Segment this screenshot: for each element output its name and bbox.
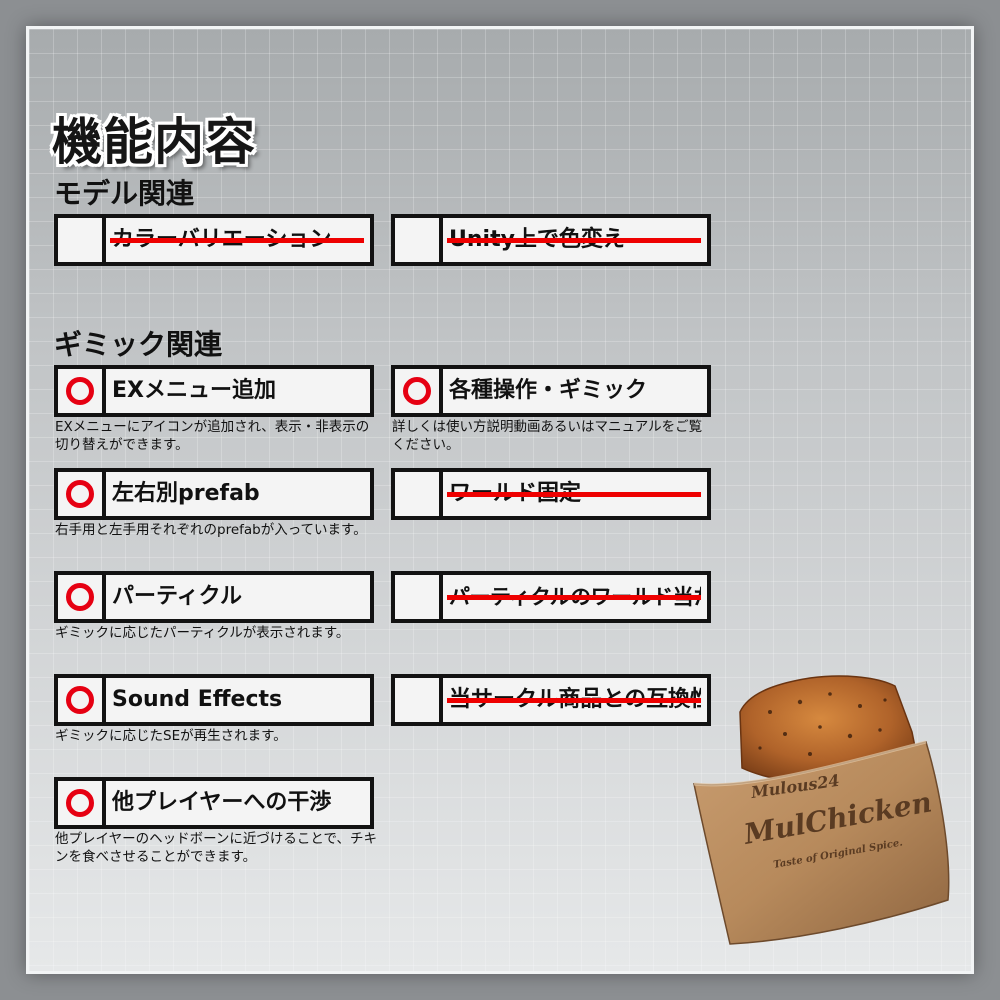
feature-description: 他プレイヤーのヘッドボーンに近づけることで、チキンを食べさせることができます。 <box>55 831 377 865</box>
feature-particle: パーティクル <box>54 571 374 623</box>
feature-description: ギミックに応じたパーティクルが表示されます。 <box>55 625 350 641</box>
feature-ex-menu: EXメニュー追加 <box>54 365 374 417</box>
section-title-gimmick: ギミック関連 <box>54 328 223 361</box>
circle-check-icon <box>58 575 106 619</box>
feature-operations-gimmick: 各種操作・ギミック <box>391 365 711 417</box>
feature-label: 左右別prefab <box>112 481 260 506</box>
feature-sound-effects: Sound Effects <box>54 674 374 726</box>
strikethrough <box>110 238 364 243</box>
feature-description: EXメニューにアイコンが追加され、表示・非表示の切り替えができます。 <box>55 419 370 453</box>
strikethrough <box>447 595 701 600</box>
checkbox <box>395 218 443 262</box>
feature-description: 詳しくは使い方説明動画あるいはマニュアルをご覧ください。 <box>392 419 703 453</box>
checkbox <box>395 472 443 516</box>
feature-label: 各種操作・ギミック <box>449 378 648 403</box>
circle-check-icon <box>58 369 106 413</box>
feature-unity-color-change: Unity上で色変え <box>391 214 711 266</box>
feature-description: 右手用と左手用それぞれのprefabが入っています。 <box>55 522 367 538</box>
feature-description: ギミックに応じたSEが再生されます。 <box>55 728 287 744</box>
feature-label: 他プレイヤーへの干渉 <box>112 790 332 815</box>
circle-check-icon <box>58 781 106 825</box>
strikethrough <box>447 238 701 243</box>
checkbox <box>58 218 106 262</box>
section-title-model: モデル関連 <box>54 177 195 210</box>
feature-left-right-prefab: 左右別prefab <box>54 468 374 520</box>
circle-check-icon <box>58 678 106 722</box>
feature-label: EXメニュー追加 <box>112 378 276 403</box>
circle-check-icon <box>58 472 106 516</box>
strikethrough <box>447 492 701 497</box>
circle-check-icon <box>395 369 443 413</box>
page-title: 機能内容 <box>52 113 256 171</box>
checkbox <box>395 575 443 619</box>
feature-label: Sound Effects <box>112 687 283 712</box>
feature-circle-compatibility: 当サークル商品との互換性 <box>391 674 711 726</box>
feature-world-fixed: ワールド固定 <box>391 468 711 520</box>
checkbox <box>395 678 443 722</box>
feature-color-variation: カラーバリエーション <box>54 214 374 266</box>
chicken-pouch-image: Mulous24 MulChicken Taste of Original Sp… <box>693 675 950 945</box>
feature-other-player-interaction: 他プレイヤーへの干渉 <box>54 777 374 829</box>
strikethrough <box>447 698 701 703</box>
feature-label: パーティクル <box>112 584 243 609</box>
feature-particle-world-collision: パーティクルのワールド当たり判定 <box>391 571 711 623</box>
